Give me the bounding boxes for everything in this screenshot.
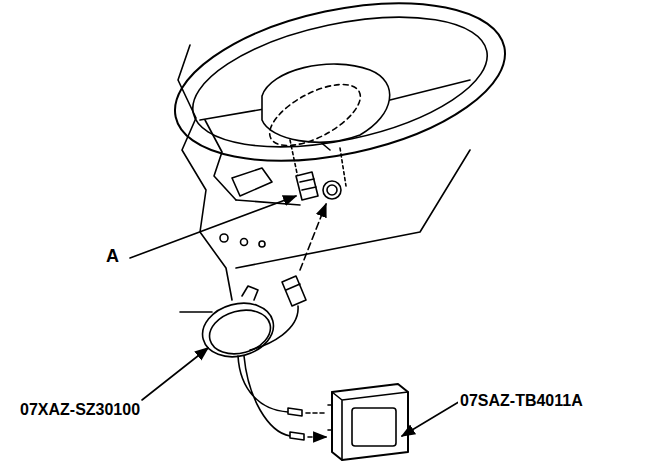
plug-line: [286, 284, 300, 290]
cable-coil: [196, 296, 279, 365]
panel-hole: [220, 234, 228, 242]
steering-wheel-inner: [181, 0, 499, 170]
connector-a: [296, 172, 318, 200]
cable-coil: [205, 304, 276, 361]
cable-plug: [282, 276, 306, 306]
lead-plugs: [288, 408, 304, 440]
tool-box-edge: [332, 392, 408, 460]
tool-box: [332, 384, 408, 460]
dash-slot: [232, 168, 272, 196]
airbag-location: [261, 72, 370, 158]
callout-letter: A: [104, 247, 121, 267]
leader-line: [142, 348, 208, 400]
lead-wires: [238, 356, 290, 436]
part-number: 07XAZ-SZ30100: [18, 401, 142, 419]
part-number: 07SAZ-TB4011A: [458, 392, 585, 410]
panel-hole: [259, 241, 265, 247]
leader-line: [402, 400, 462, 436]
column-connector-inner: [327, 185, 337, 195]
steering-pad: [262, 64, 390, 142]
connect-arrow: [300, 204, 326, 270]
coil-clip: [242, 286, 258, 300]
plug-arrows: [306, 413, 326, 437]
tool-box-sockets: [328, 405, 332, 430]
column-connector: [323, 181, 341, 199]
coil-tick: [180, 311, 212, 313]
tool-box-panel: [352, 408, 396, 446]
panel-lower: [236, 150, 470, 268]
leader-line: [130, 196, 296, 258]
steering-wheel-rim: [161, 0, 520, 187]
connector-a-pins: [300, 179, 316, 190]
panel-hole: [241, 239, 248, 246]
